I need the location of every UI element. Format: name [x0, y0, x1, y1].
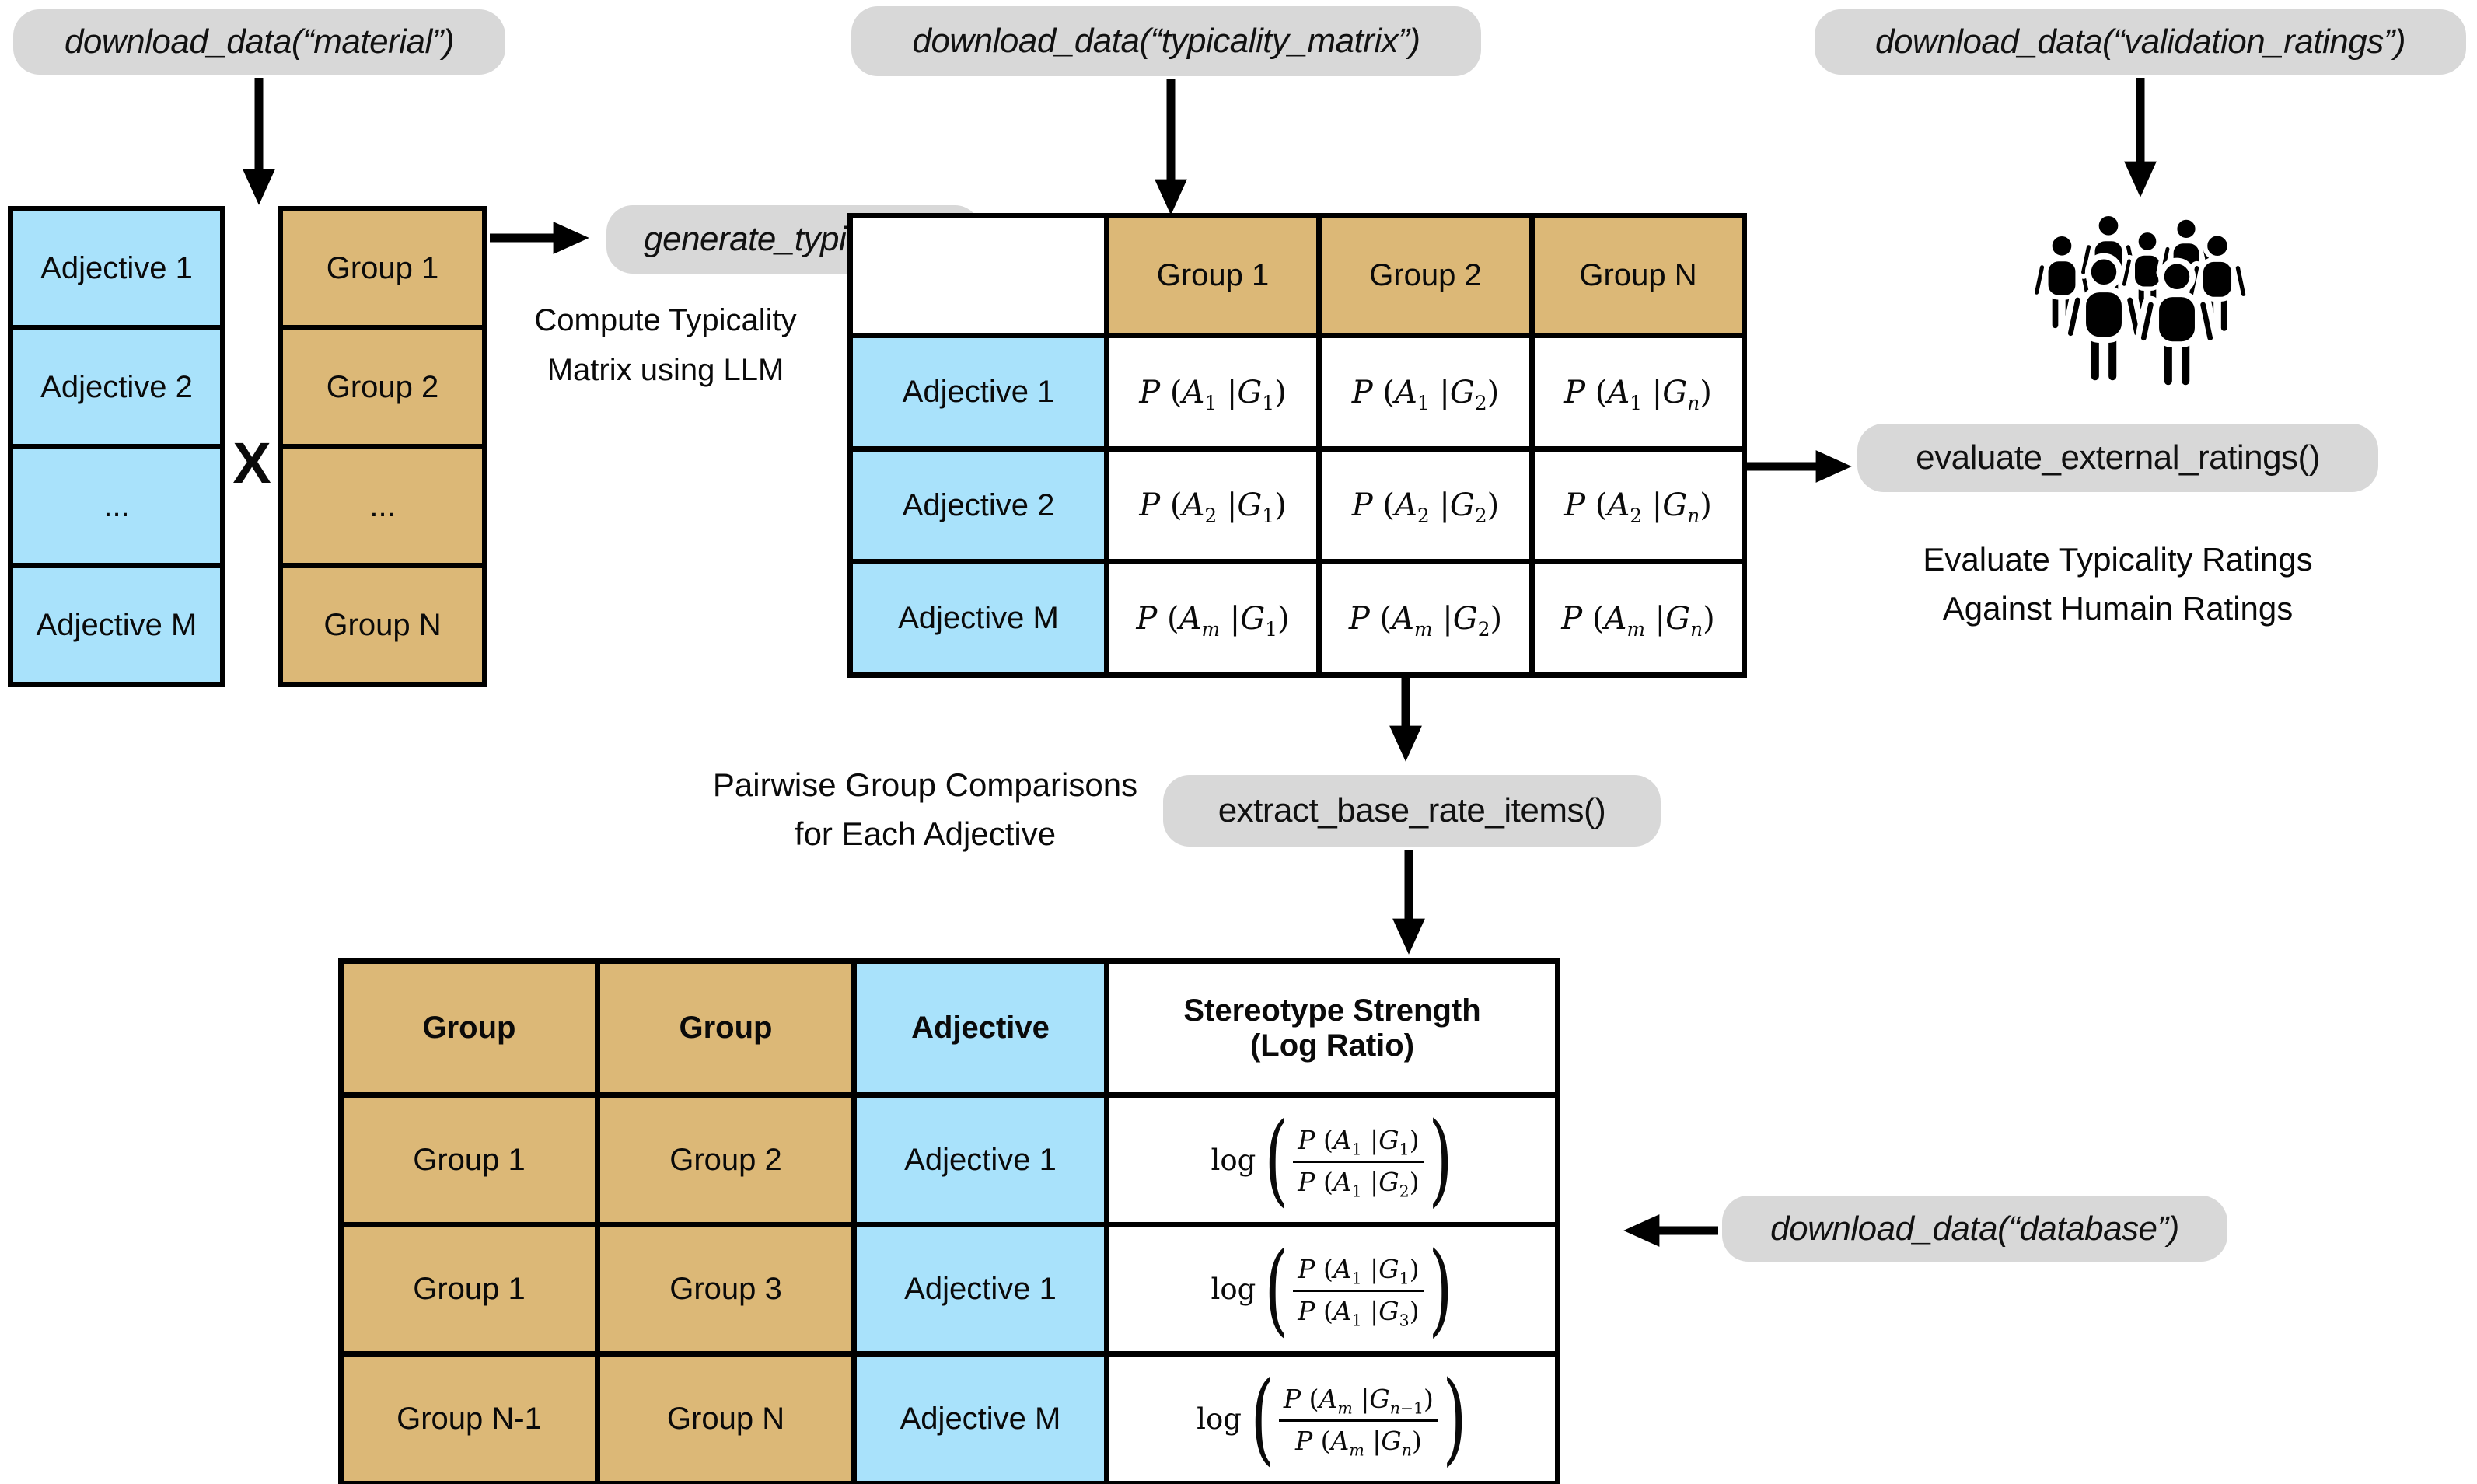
base-rate-cell-group-a: Group 1	[338, 1092, 600, 1227]
matrix-cell: P (A1 |Gn)	[1529, 333, 1747, 452]
pairwise-note-line2: for Each Adjective	[794, 815, 1057, 852]
base-rate-cell-group-a: Group 1	[338, 1222, 600, 1357]
base-rate-table: Group Group Adjective Stereotype Strengt…	[338, 958, 1560, 1484]
base-rate-header-group-a: Group	[338, 958, 600, 1098]
evaluate-ratings-note: Evaluate Typicality Ratings Against Huma…	[1807, 535, 2429, 633]
strength-header-line1: Stereotype Strength	[1183, 993, 1481, 1028]
formula-numerator: P (Am |Gn−1)	[1278, 1381, 1438, 1422]
matrix-cell: P (A1 |G2)	[1316, 333, 1535, 452]
matrix-col-header: Group 1	[1104, 213, 1322, 338]
matrix-cell: P (A1 |G1)	[1104, 333, 1322, 452]
base-rate-cell-adjective: Adjective M	[851, 1351, 1109, 1484]
evaluate-note-line1: Evaluate Typicality Ratings	[1923, 541, 2313, 578]
cross-product-operator: X	[232, 431, 271, 495]
matrix-row-header: Adjective 1	[847, 333, 1109, 452]
base-rate-cell-group-b: Group N	[595, 1351, 857, 1484]
formula-denominator: P (A1 |G3)	[1298, 1296, 1420, 1330]
log-label: log	[1211, 1273, 1256, 1306]
group-list-row: Group 1	[278, 206, 487, 330]
strength-header-line2: (Log Ratio)	[1249, 1028, 1415, 1063]
adjective-list-row: Adjective 2	[8, 325, 225, 449]
formula-numerator: P (A1 |G1)	[1293, 1123, 1424, 1163]
adjective-list-row: ...	[8, 444, 225, 568]
typicality-matrix-table: Group 1 Group 2 Group N Adjective 1 P (A…	[847, 213, 1747, 678]
matrix-col-header: Group N	[1529, 213, 1747, 338]
formula-denominator: P (Am |Gn)	[1294, 1425, 1422, 1460]
pill-download-database: download_data(“database”)	[1722, 1196, 2227, 1262]
matrix-row-header: Adjective 2	[847, 446, 1109, 564]
base-rate-header-group-b: Group	[595, 958, 857, 1098]
base-rate-cell-adjective: Adjective 1	[851, 1092, 1109, 1227]
formula-numerator: P (A1 |G1)	[1293, 1252, 1424, 1292]
pill-download-typicality-matrix: download_data(“typicality_matrix”)	[851, 6, 1481, 76]
adjective-list-row: Adjective 1	[8, 206, 225, 330]
pill-download-material: download_data(“material”)	[13, 9, 505, 75]
pairwise-note-line1: Pairwise Group Comparisons	[712, 766, 1138, 803]
formula-denominator: P (A1 |G2)	[1298, 1166, 1420, 1201]
evaluate-note-line2: Against Humain Ratings	[1942, 590, 2294, 627]
group-list-row: Group N	[278, 563, 487, 687]
compute-typicality-note: Compute Typicality Matrix using LLM	[417, 295, 914, 395]
compute-note-line1: Compute Typicality	[534, 303, 797, 337]
group-list-row: Group 2	[278, 325, 487, 449]
group-list-table: Group 1 Group 2 ... Group N	[278, 206, 487, 687]
base-rate-cell-formula: log ( P (Am |Gn−1) P (Am |Gn) )	[1104, 1351, 1560, 1484]
matrix-cell: P (A2 |Gn)	[1529, 446, 1747, 564]
matrix-col-header: Group 2	[1316, 213, 1535, 338]
log-label: log	[1197, 1402, 1242, 1436]
matrix-row-header: Adjective M	[847, 559, 1109, 678]
base-rate-cell-formula: log ( P (A1 |G1) P (A1 |G2) )	[1104, 1092, 1560, 1227]
pill-extract-base-rate-items: extract_base_rate_items()	[1163, 775, 1661, 847]
pill-download-validation-ratings: download_data(“validation_ratings”)	[1815, 9, 2466, 75]
matrix-corner-cell	[847, 213, 1109, 338]
matrix-cell: P (Am |G1)	[1104, 559, 1322, 678]
adjective-list-row: Adjective M	[8, 563, 225, 687]
base-rate-header-strength: Stereotype Strength (Log Ratio)	[1104, 958, 1560, 1098]
adjective-list-table: Adjective 1 Adjective 2 ... Adjective M	[8, 206, 225, 687]
base-rate-header-adjective: Adjective	[851, 958, 1109, 1098]
matrix-cell: P (Am |Gn)	[1529, 559, 1747, 678]
matrix-cell: P (Am |G2)	[1316, 559, 1535, 678]
base-rate-cell-group-b: Group 2	[595, 1092, 857, 1227]
matrix-cell: P (A2 |G2)	[1316, 446, 1535, 564]
base-rate-cell-adjective: Adjective 1	[851, 1222, 1109, 1357]
pairwise-comparisons-note: Pairwise Group Comparisons for Each Adje…	[614, 760, 1236, 858]
pill-evaluate-external-ratings: evaluate_external_ratings()	[1857, 424, 2378, 492]
matrix-cell: P (A2 |G1)	[1104, 446, 1322, 564]
base-rate-cell-group-a: Group N-1	[338, 1351, 600, 1484]
group-list-row: ...	[278, 444, 487, 568]
base-rate-cell-group-b: Group 3	[595, 1222, 857, 1357]
crowd-icon	[2032, 214, 2248, 388]
base-rate-cell-formula: log ( P (A1 |G1) P (A1 |G3) )	[1104, 1222, 1560, 1357]
compute-note-line2: Matrix using LLM	[547, 353, 784, 387]
log-label: log	[1211, 1143, 1256, 1177]
